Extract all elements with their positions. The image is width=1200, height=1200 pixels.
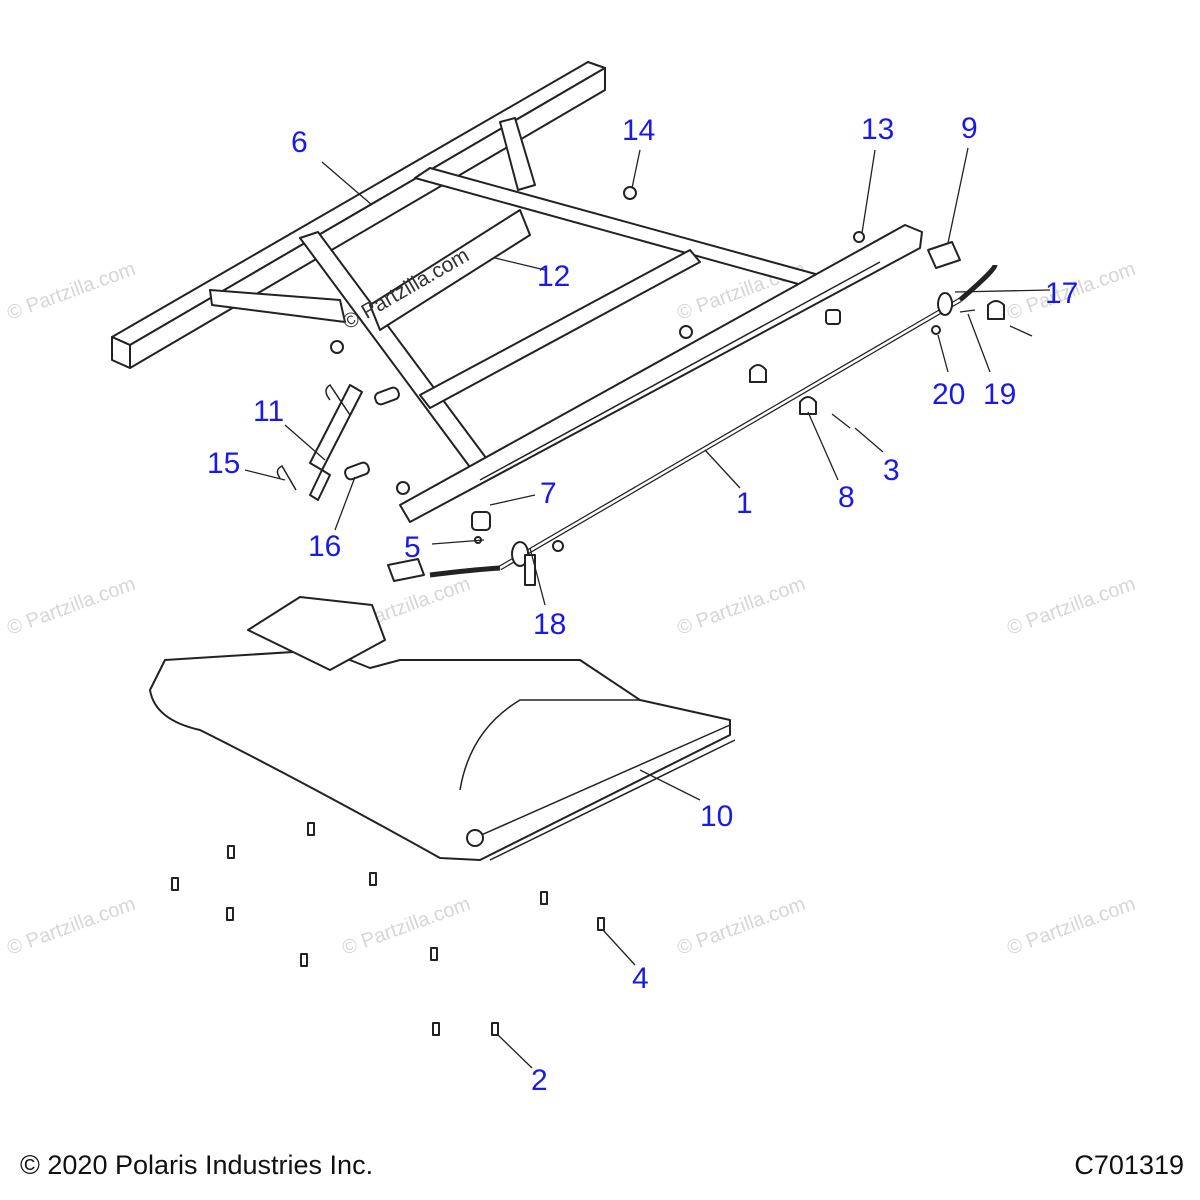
stabilizer-bar — [387, 241, 998, 586]
callout-8: 8 — [838, 481, 855, 514]
skid-plate — [149, 596, 736, 861]
callout-4: 4 — [632, 962, 649, 995]
watermark: © Partzilla.com — [4, 573, 138, 640]
callout-12: 12 — [537, 260, 570, 293]
drawing-number: C701319 — [1074, 1150, 1184, 1180]
callout-16: 16 — [308, 530, 341, 563]
watermark: © Partzilla.com — [1004, 573, 1138, 640]
callout-11: 11 — [253, 395, 284, 428]
watermark: © Partzilla.com — [4, 258, 138, 325]
watermark: © Partzilla.com — [674, 893, 808, 960]
copyright-text: © 2020 Polaris Industries Inc. — [20, 1150, 374, 1180]
callout-15: 15 — [207, 447, 240, 480]
callout-19: 19 — [983, 378, 1016, 411]
callout-13: 13 — [861, 113, 894, 146]
callout-9: 9 — [961, 112, 978, 145]
callout-14: 14 — [622, 114, 655, 147]
gas-strut — [276, 383, 400, 501]
leader-lines — [244, 147, 1051, 1069]
watermark: © Partzilla.com — [4, 893, 138, 960]
callout-1: 1 — [736, 487, 753, 520]
callouts: 1 2 3 4 5 6 7 8 9 10 11 12 13 14 15 16 1… — [207, 112, 1078, 1097]
watermarks: © Partzilla.com © Partzilla.com © Partzi… — [4, 258, 1138, 960]
callout-6: 6 — [291, 126, 308, 159]
watermark: © Partzilla.com — [1004, 893, 1138, 960]
callout-5: 5 — [404, 531, 421, 564]
watermark: © Partzilla.com — [674, 573, 808, 640]
screws — [171, 822, 605, 1036]
callout-17: 17 — [1045, 277, 1078, 310]
callout-7: 7 — [540, 477, 557, 510]
callout-3: 3 — [883, 454, 900, 487]
callout-2: 2 — [531, 1064, 548, 1097]
callout-18: 18 — [533, 608, 566, 641]
frame-structure — [209, 167, 923, 523]
callout-20: 20 — [932, 378, 965, 411]
callout-10: 10 — [700, 800, 733, 833]
watermark: © Partzilla.com — [339, 893, 473, 960]
